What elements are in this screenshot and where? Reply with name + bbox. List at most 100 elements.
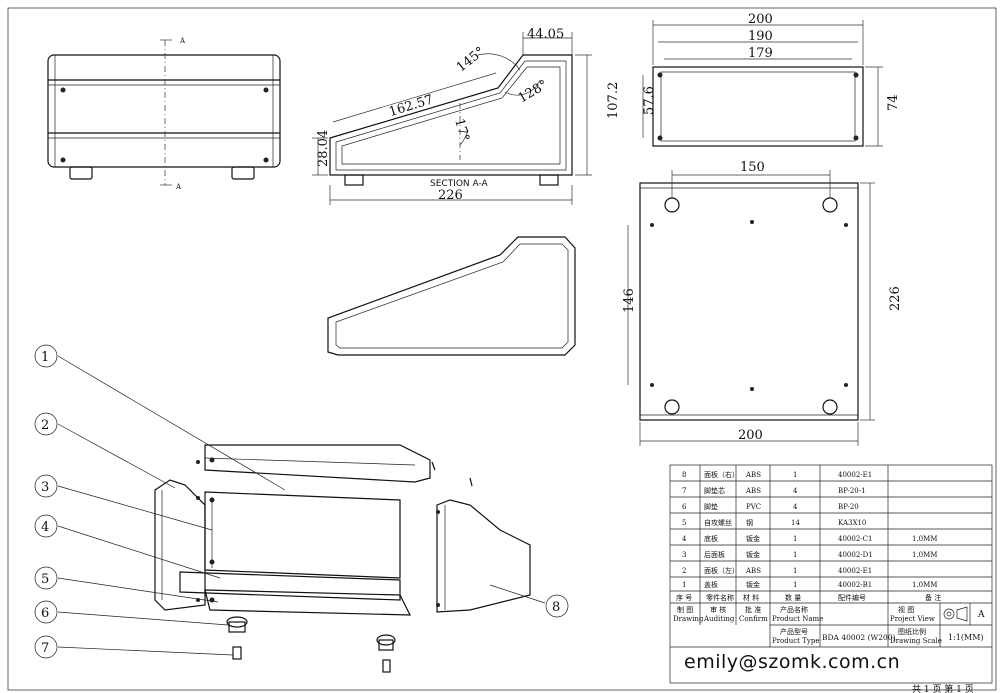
angle-top-label: 145° [454, 44, 488, 75]
svg-text:BP-20-1: BP-20-1 [838, 487, 866, 495]
top-width-label: 44.05 [527, 27, 564, 42]
balloon-3: 3 [34, 474, 58, 498]
svg-text:40002-B1: 40002-B1 [838, 581, 872, 589]
svg-text:1.0MM: 1.0MM [912, 581, 937, 589]
balloon-8: 8 [545, 594, 569, 618]
front-height-label: 28.04 [316, 130, 331, 167]
view-letter: A [977, 610, 985, 620]
svg-text:1: 1 [793, 535, 797, 543]
svg-text:1: 1 [793, 471, 797, 479]
drawing-frame [7, 7, 997, 691]
svg-text:1.0MM: 1.0MM [912, 535, 937, 543]
bom-row-6: 3 后面板 钣金 1 40002-D1 1.0MM [682, 550, 937, 559]
bom-row-5: 4 底板 钣金 1 40002-C1 1.0MM [682, 534, 937, 543]
svg-text:6: 6 [41, 606, 49, 621]
svg-text:2: 2 [41, 418, 49, 433]
svg-text:8: 8 [682, 471, 686, 479]
angle-inner-label: 128° [516, 78, 551, 107]
page-footer: 共 1 页 第 1 页 [912, 683, 974, 693]
svg-text:数 量: 数 量 [785, 593, 801, 602]
width-label: 200 [738, 428, 763, 443]
svg-text:配件编号: 配件编号 [838, 593, 866, 602]
svg-text:40002-D1: 40002-D1 [838, 551, 873, 559]
svg-text:7: 7 [41, 641, 49, 656]
svg-text:BP-20: BP-20 [838, 503, 859, 511]
section-mark-top: A [179, 37, 186, 45]
svg-text:备 注: 备 注 [925, 593, 941, 602]
svg-text:ABS: ABS [745, 487, 761, 495]
svg-text:4: 4 [41, 520, 49, 535]
section-view: 145° 44.05 128° 162.57 17° 107.2 28.04 S… [312, 27, 621, 205]
svg-text:3: 3 [682, 551, 686, 559]
confirm-cn: 批 准 [745, 605, 761, 614]
svg-text:零件名称: 零件名称 [706, 593, 734, 602]
svg-text:4: 4 [682, 535, 687, 543]
scale-en: Drawing Scale [890, 637, 942, 645]
hole-span-label: 150 [740, 160, 765, 175]
svg-text:序 号: 序 号 [676, 593, 692, 602]
svg-text:底板: 底板 [704, 534, 718, 543]
svg-text:自攻螺丝: 自攻螺丝 [704, 518, 732, 527]
svg-text:1: 1 [793, 551, 797, 559]
auditing-en: Auditing [703, 615, 735, 623]
dim-h-outer: 74 [886, 94, 901, 111]
balloon-7: 7 [34, 635, 58, 659]
bottom-view: 150 146 226 200 [622, 160, 903, 446]
hole-height-label: 146 [622, 288, 637, 313]
product-type-cn: 产品型号 [780, 627, 808, 636]
svg-text:PVC: PVC [746, 503, 761, 511]
section-mark-bottom: A [175, 183, 182, 191]
contact-email: emily@szomk.com.cn [684, 651, 900, 673]
svg-text:7: 7 [682, 487, 686, 495]
svg-text:面板（右）: 面板（右） [704, 470, 739, 479]
svg-text:后面板: 后面板 [704, 550, 725, 559]
svg-text:4: 4 [793, 503, 798, 511]
front-view: A A [47, 37, 281, 191]
svg-text:6: 6 [682, 503, 687, 511]
balloon-1: 1 [34, 344, 58, 368]
balloon-group [57, 355, 546, 656]
scale-value: 1:1(MM) [948, 633, 984, 642]
svg-text:5: 5 [41, 572, 49, 587]
product-type-value: BDA 40002 (W200) [822, 633, 896, 642]
dim-outer: 200 [748, 12, 773, 27]
svg-text:1: 1 [682, 581, 686, 589]
balloon-2: 2 [34, 412, 58, 436]
svg-text:ABS: ABS [745, 567, 761, 575]
svg-text:8: 8 [552, 600, 560, 615]
dim-mid: 190 [748, 29, 773, 44]
exploded-assembly [154, 444, 531, 673]
svg-text:40002-C1: 40002-C1 [838, 535, 872, 543]
svg-text:14: 14 [791, 519, 800, 527]
bom-row-2: 7 脚垫芯 ABS 4 BP-20-1 [682, 486, 866, 495]
dim-h-inner: 57.6 [642, 86, 657, 115]
confirm-en: Confirm [739, 615, 768, 623]
svg-text:面板（左）: 面板（左） [704, 566, 739, 575]
project-view-en: Project View [890, 615, 935, 623]
svg-text:5: 5 [682, 519, 686, 527]
section-label: SECTION A-A [430, 179, 489, 189]
length-label: 226 [438, 188, 463, 203]
product-name-cn: 产品名称 [780, 605, 808, 614]
svg-text:钣金: 钣金 [746, 550, 760, 559]
svg-text:脚垫: 脚垫 [704, 502, 718, 511]
bom-row-1: 8 面板（右） ABS 1 40002-E1 [682, 470, 872, 479]
svg-text:1: 1 [41, 350, 49, 365]
svg-text:钣金: 钣金 [746, 580, 760, 589]
svg-text:ABS: ABS [745, 471, 761, 479]
panel-view: 200 190 179 57.6 74 [642, 12, 901, 147]
bom-table [669, 464, 993, 684]
svg-text:钣金: 钣金 [746, 534, 760, 543]
depth-label: 226 [888, 286, 903, 311]
svg-text:3: 3 [41, 480, 49, 495]
title-block: 制 图 Drawing 审 核 Auditing 批 准 Confirm 产品名… [673, 605, 985, 673]
product-type-en: Product Type [772, 637, 819, 645]
drawing-cn: 制 图 [677, 605, 693, 614]
bom-row-7: 2 面板（左） ABS 1 40002-E1 [682, 566, 872, 575]
slope-angle-label: 17° [451, 117, 471, 143]
bom-row-8: 1 盖板 钣金 1 40002-B1 1.0MM [682, 580, 937, 589]
height-label: 107.2 [606, 82, 621, 119]
svg-text:1: 1 [793, 581, 797, 589]
svg-text:4: 4 [793, 487, 798, 495]
